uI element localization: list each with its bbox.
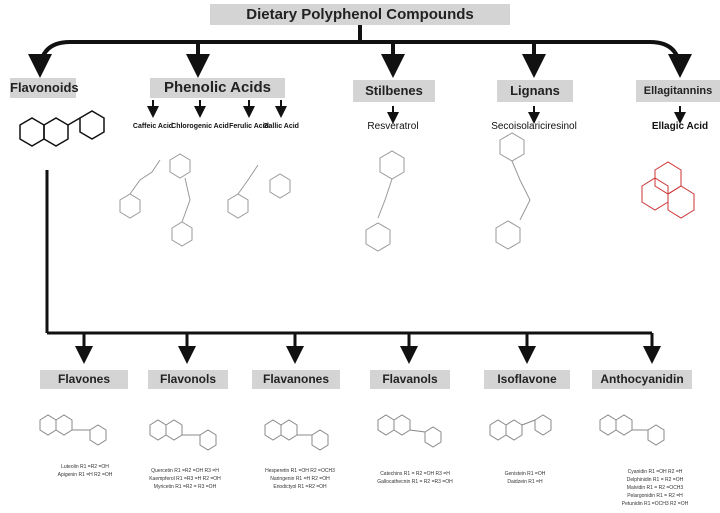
class-phenolic-acids: Phenolic Acids: [150, 78, 285, 98]
compound-label: Quercetin R1 =R2 =OH R3 =H: [151, 468, 219, 474]
subclass-anthocyanidin: Anthocyanidin: [592, 370, 692, 389]
flavanols-compounds: Catechins R1 = R2 =OH R3 =H Gallocathecn…: [360, 470, 470, 486]
compound-label: Kaempferol R1 =R3 =H R2 =OH: [149, 476, 221, 482]
gallic-acid-label: Gallic Acid: [263, 123, 299, 130]
subclass-flavanones: Flavanones: [252, 370, 340, 389]
compound-label: Myricetin R1 =R2 = R3 =OH: [153, 484, 217, 490]
flavones-compounds: Luteolin R1 =R2 =OH Apigenin R1 =H R2 =O…: [30, 463, 140, 479]
class-stilbenes: Stilbenes: [353, 80, 435, 102]
caffeic-acid-label: Caffeic Acid: [132, 123, 174, 130]
subclass-isoflavone: Isoflavone: [484, 370, 570, 389]
flavonols-compounds: Quercetin R1 =R2 =OH R3 =H Kaempferol R1…: [130, 467, 240, 491]
subclass-flavones: Flavones: [40, 370, 128, 389]
compound-label: Genistein R1 =OH: [504, 471, 546, 477]
resveratrol-label: Resveratrol: [367, 121, 419, 132]
compound-label: Apigenin R1 =H R2 =OH: [57, 472, 113, 478]
isoflavone-compounds: Genistein R1 =OH Daidzein R1 =H: [480, 470, 570, 486]
class-lignans: Lignans: [497, 80, 573, 102]
compound-label: Petunidin R1 =OCH3 R2 =OH: [621, 501, 689, 507]
compound-label: Catechins R1 = R2 =OH R3 =H: [380, 471, 450, 477]
subclass-flavanols: Flavanols: [370, 370, 450, 389]
compound-label: Hesperetin R1 =OH R2 =OCH3: [265, 468, 335, 474]
chlorogenic-acid-label: Chlorogenic Acid: [171, 123, 229, 130]
compound-label: Cyanidin R1 =OH R2 =H: [627, 469, 683, 475]
secoisolariciresinol-label: Secoisolariciresinol: [491, 121, 577, 132]
flavanones-compounds: Hesperetin R1 =OH R2 =OCH3 Naringenin R1…: [245, 467, 355, 491]
class-flavonoids: Flavonoids: [10, 78, 79, 98]
ferulic-acid-label: Ferulic Acid: [229, 123, 269, 130]
class-ellagitannins: Ellagitannins: [636, 80, 720, 102]
compound-label: Pelargonidin R1 = R2 =H: [627, 493, 683, 499]
compound-label: Malvidin R1 = R2 =OCH3: [626, 485, 684, 491]
compound-label: Eriodictyol R1 =R2 =OH: [273, 484, 327, 490]
compound-label: Gallocathecnin R1 = R2 =R3 =OH: [377, 479, 453, 485]
compound-label: Luteolin R1 =R2 =OH: [61, 464, 109, 470]
flavonoid-structure: [19, 110, 105, 147]
subclass-flavonols: Flavonols: [148, 370, 228, 389]
ellagic-acid-label: Ellagic Acid: [651, 121, 709, 132]
compound-label: Delphinidin R1 = R2 =OH: [626, 477, 684, 483]
page-title: Dietary Polyphenol Compounds: [210, 4, 510, 25]
compound-label: Daidzein R1 =H: [507, 479, 543, 485]
anthocyanidin-compounds: Cyanidin R1 =OH R2 =H Delphinidin R1 = R…: [600, 468, 710, 508]
compound-label: Naringenin R1 =H R2 =OH: [270, 476, 330, 482]
